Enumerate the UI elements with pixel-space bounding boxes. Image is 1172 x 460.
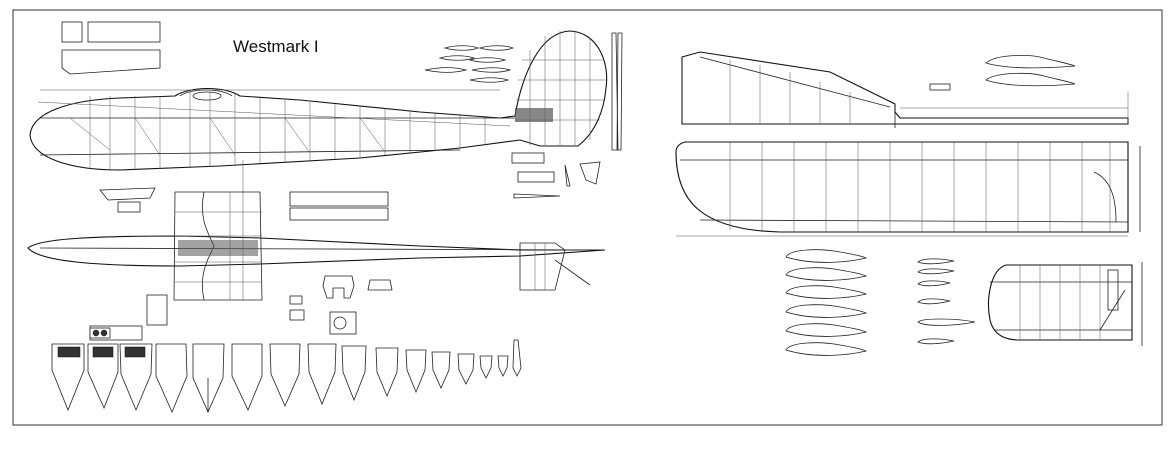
wing-plan-view	[675, 141, 1141, 237]
sheet-border	[12, 9, 1163, 426]
plan-title: Westmark I	[233, 37, 319, 56]
part-label-boxes	[61, 21, 161, 75]
fuselage-side-view	[29, 30, 608, 171]
rudder-strips	[611, 32, 623, 151]
tailplane-ribs	[917, 258, 976, 345]
fuselage-top-view	[27, 160, 606, 301]
wing-ribs-top	[985, 55, 1076, 87]
small-parts-middle	[99, 152, 601, 221]
wing-ribs-column	[785, 249, 868, 356]
tailplane-plan-view	[988, 262, 1143, 346]
hardware-parts	[146, 275, 393, 335]
small-parts-top	[424, 45, 515, 83]
wing-dihedral-view	[681, 51, 1129, 128]
formers-row	[51, 325, 522, 414]
